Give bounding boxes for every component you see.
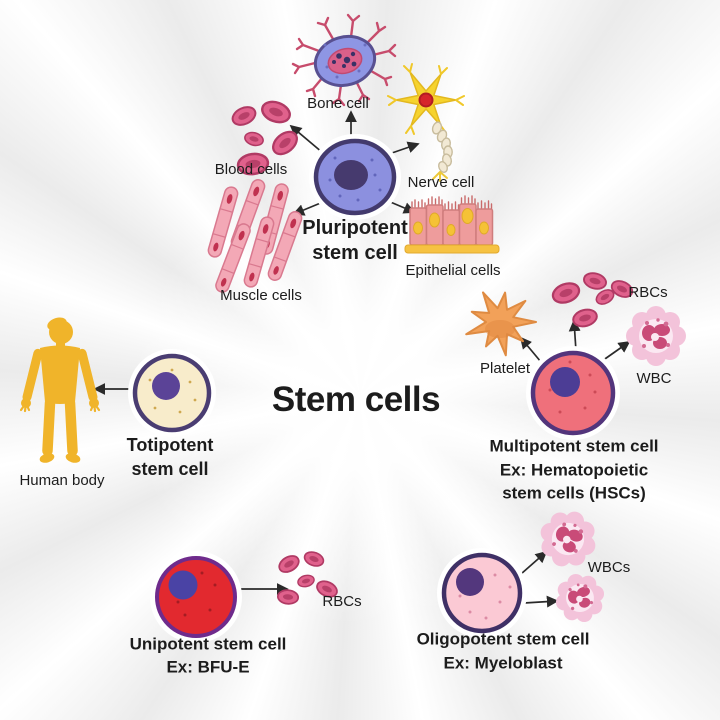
platelet-label: Platelet (479, 359, 531, 377)
rbcs-label-unipotent: RBCs (322, 592, 362, 610)
unipotent-label-ex: Ex: BFU-E (166, 657, 250, 677)
oligopotent-stem-cell-illustration (437, 548, 527, 638)
wbc-label-multipotent: WBC (636, 369, 672, 387)
muscle-cells-label: Muscle cells (220, 286, 302, 304)
arrow-multipotent-to-wbc (601, 340, 631, 362)
epithelial-cells-illustration (404, 195, 500, 254)
rbcs-illustration-multipotent (549, 269, 636, 330)
rbcs-label-multipotent: RBCs (628, 283, 668, 301)
arrow-multipotent-to-platelet (519, 336, 542, 363)
arrow-pluripotent-to-muscle-cells (292, 201, 324, 216)
totipotent-stem-cell-illustration (128, 349, 216, 437)
arrow-oligopotent-to-wbc-top (520, 550, 548, 575)
wbcs-label-oligopotent: WBCs (587, 558, 631, 576)
pluripotent-label-line2: stem cell (312, 242, 398, 264)
multipotent-label-ex1: Ex: Hematopoietic (499, 460, 649, 480)
pluripotent-label-line1: Pluripotent (302, 217, 408, 239)
platelet-illustration (465, 291, 537, 357)
human-body-label: Human body (19, 471, 105, 489)
pluripotent-stem-cell-illustration (309, 134, 401, 220)
bone-cell-illustration (291, 13, 397, 107)
totipotent-label-line2: stem cell (131, 459, 209, 480)
arrow-oligopotent-to-wbc-bottom (523, 595, 559, 608)
nerve-cell-illustration (387, 63, 465, 182)
totipotent-label-line1: Totipotent (126, 435, 214, 456)
wbc-illustration-multipotent (626, 306, 686, 366)
multipotent-label-name: Multipotent stem cell (489, 436, 659, 456)
blood-cells-label: Blood cells (214, 160, 288, 178)
arrow-pluripotent-to-epithelial-cells (387, 200, 416, 214)
page-title: Stem cells (271, 379, 441, 419)
arrow-multipotent-to-rbcs (568, 319, 581, 352)
arrow-pluripotent-to-blood-cells (289, 124, 324, 154)
multipotent-label-ex2: stem cells (HSCs) (502, 483, 646, 503)
bone-cell-label: Bone cell (307, 94, 369, 112)
arrows (93, 110, 631, 608)
epithelial-cells-label: Epithelial cells (405, 261, 501, 279)
oligopotent-label-ex: Ex: Myeloblast (443, 653, 563, 673)
nerve-cell-label: Nerve cell (407, 173, 475, 191)
arrow-pluripotent-to-nerve-cell (388, 141, 420, 155)
unipotent-label-name: Unipotent stem cell (129, 634, 287, 654)
unipotent-stem-cell-illustration (150, 551, 242, 643)
multipotent-stem-cell-illustration (526, 346, 620, 440)
human-body-illustration (19, 317, 101, 463)
muscle-cells-illustration (206, 177, 305, 295)
wbc-illustration-oligopotent-bottom (549, 567, 611, 629)
oligopotent-label-name: Oligopotent stem cell (416, 629, 590, 649)
